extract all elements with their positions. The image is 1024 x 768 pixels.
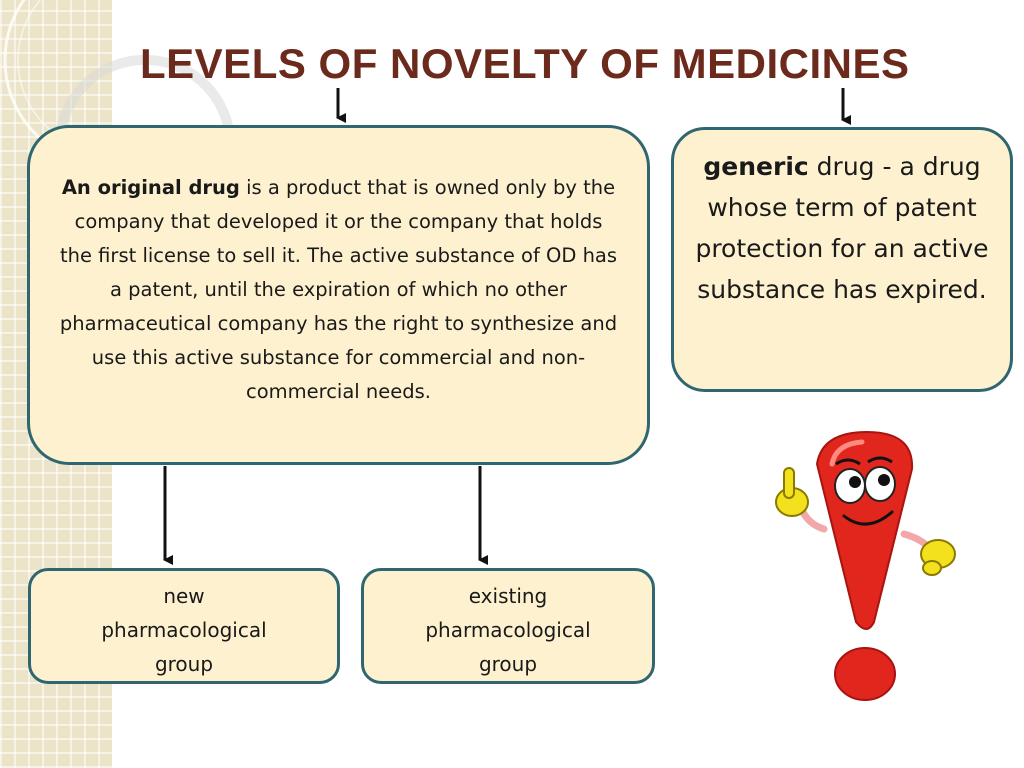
generic-drug-box: generic drug - a drug whose term of pate…	[671, 127, 1013, 392]
original-drug-box: An original drug is a product that is ow…	[27, 125, 650, 465]
generic-drug-description: drug - a drug whose term of patent prote…	[695, 152, 989, 304]
generic-drug-term: generic	[703, 152, 809, 181]
original-drug-text: An original drug is a product that is ow…	[58, 171, 619, 409]
original-drug-description: is a product that is owned only by the c…	[59, 176, 618, 403]
existing-pharmacological-group-box: existing pharmacological group	[361, 568, 655, 684]
generic-drug-text: generic drug - a drug whose term of pate…	[692, 146, 992, 310]
new-group-label: new pharmacological group	[101, 584, 267, 676]
existing-group-label: existing pharmacological group	[425, 584, 591, 676]
page-title: LEVELS OF NOVELTY OF MEDICINES	[140, 40, 910, 87]
original-drug-term: An original drug	[61, 176, 240, 199]
new-pharmacological-group-box: new pharmacological group	[28, 568, 340, 684]
exclamation-mark-character-icon	[775, 430, 956, 701]
